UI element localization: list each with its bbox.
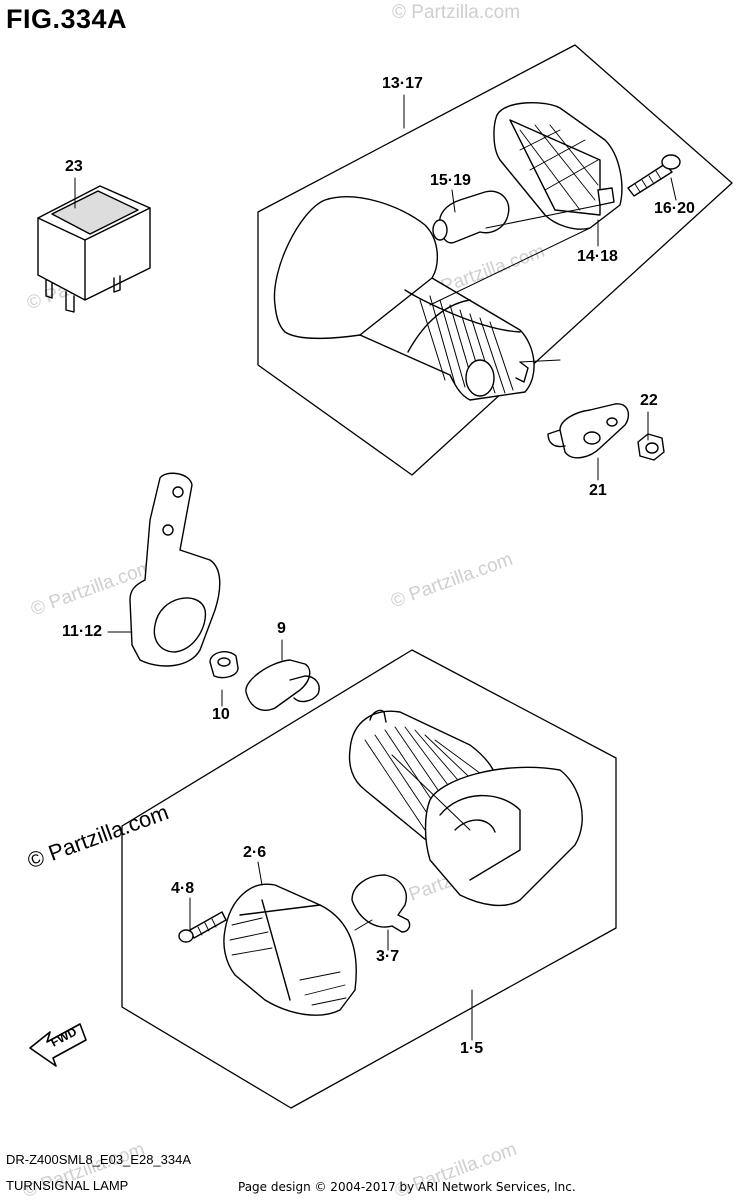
upper-assembly-frame (257, 44, 733, 476)
nut-icon (637, 433, 665, 461)
figure-title: FIG.334A (6, 4, 128, 34)
lower-lamp-housing-icon (348, 709, 583, 907)
part-label: 2·6 (243, 844, 267, 861)
relay-icon (37, 185, 151, 313)
plate-icon (245, 659, 320, 711)
part-label: 16·20 (654, 200, 695, 217)
lower-assembly-frame (121, 649, 617, 1109)
part-label: 11·12 (62, 623, 103, 640)
upper-screw-icon (627, 154, 681, 197)
copyright-notice: Page design © 2004-2017 by ARI Network S… (238, 1180, 576, 1194)
part-label: 21 (589, 482, 607, 499)
part-label: 14·18 (577, 248, 618, 265)
part-label: 3·7 (376, 948, 400, 965)
part-label: 22 (640, 392, 658, 409)
upper-lamp-housing-icon (273, 196, 535, 401)
lower-screw-icon (178, 911, 227, 943)
upper-bulb-icon (432, 190, 510, 244)
lower-lens-icon (223, 883, 357, 1016)
part-label: 13·17 (382, 75, 423, 92)
section-name: TURNSIGNAL LAMP (6, 1178, 129, 1193)
lower-bulb-icon (351, 874, 411, 933)
grommet-icon (209, 651, 239, 679)
part-label: 15·19 (430, 172, 471, 189)
model-code: DR-Z400SML8_E03_E28_334A (6, 1152, 192, 1167)
watermark: © Partzilla.com (392, 2, 521, 23)
part-label: 4·8 (171, 880, 195, 897)
part-label: 9 (277, 620, 286, 637)
part-label: 23 (65, 158, 83, 175)
upper-lens-icon (493, 101, 623, 230)
part-label: 10 (212, 706, 230, 723)
leader-lines (74, 94, 677, 1041)
bracket-icon (129, 472, 221, 667)
fwd-arrow-icon (29, 1023, 87, 1067)
washer-plate-icon (547, 403, 630, 459)
part-label: 1·5 (460, 1040, 484, 1057)
